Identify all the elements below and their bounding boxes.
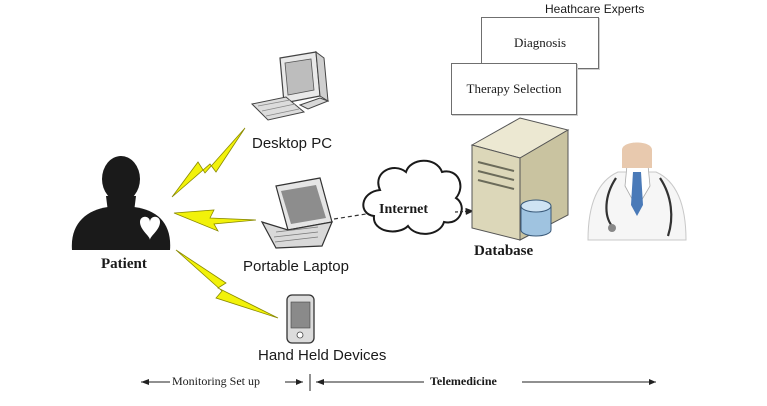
monitoring-setup-label: Monitoring Set up <box>172 374 261 388</box>
therapy-selection-label: Therapy Selection <box>466 81 562 96</box>
database-cylinder-icon <box>520 199 552 237</box>
desktop-pc-icon <box>250 50 330 121</box>
diagnosis-card: Diagnosis <box>481 17 599 69</box>
internet-cloud-icon <box>362 159 463 235</box>
handheld-device-icon <box>286 294 315 344</box>
heart-icon <box>140 216 160 240</box>
database-server-icon <box>470 117 570 241</box>
database-label: Database <box>474 243 534 259</box>
internet-label: Internet <box>379 202 428 217</box>
patient-label: Patient <box>101 256 147 272</box>
internet-database-link <box>454 207 475 216</box>
handheld-devices-label: Hand Held Devices <box>258 347 387 364</box>
patient-icon <box>71 156 171 250</box>
portable-laptop-label: Portable Laptop <box>243 258 349 275</box>
therapy-selection-card: Therapy Selection <box>451 63 577 115</box>
diagnosis-label: Diagnosis <box>514 35 566 50</box>
doctor-icon <box>587 142 687 241</box>
desktop-pc-label: Desktop PC <box>252 135 333 152</box>
lightning-bolt-bottom-icon <box>175 249 279 319</box>
lightning-bolt-top-icon <box>171 127 246 198</box>
lightning-bolt-middle-icon <box>173 209 257 232</box>
laptop-internet-link <box>333 213 367 220</box>
telemedicine-label: Telemedicine <box>430 374 497 388</box>
bottom-axis <box>141 374 656 391</box>
laptop-icon <box>260 177 333 249</box>
healthcare-experts-label: Heathcare Experts <box>545 2 645 16</box>
